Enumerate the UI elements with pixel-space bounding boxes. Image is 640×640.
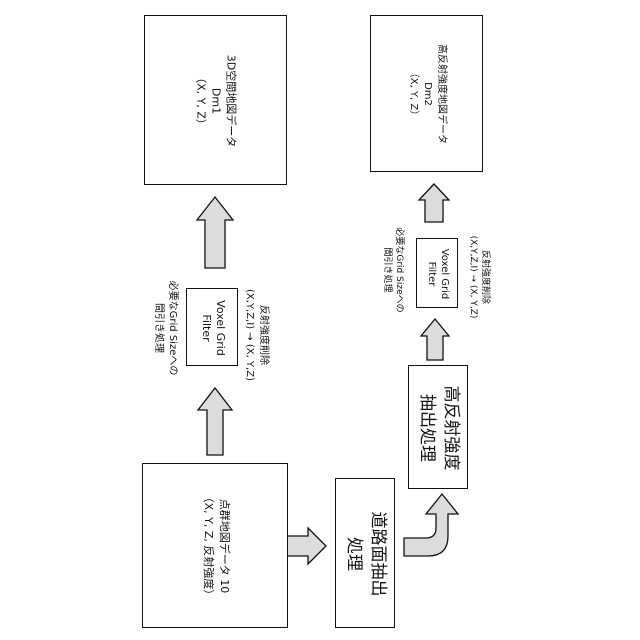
road-extraction-line1: 道路面抽出 — [366, 512, 390, 597]
left-filter-note-top: 必要なGrid Sizeへの 間引き処理 — [151, 281, 179, 376]
right-voxel-filter-box: Voxel Grid Filter — [416, 238, 458, 308]
map-3d-title: 3D空間地図データ — [224, 55, 239, 147]
map-high-label: 高反射強度地図データ Dm2 （X, Y, Z） — [406, 44, 448, 144]
map-3d-label: 3D空間地図データ Dm1 （X, Y, Z） — [194, 55, 239, 147]
right-voxel-filter-line1: Voxel Grid — [438, 249, 451, 300]
right-voxel-filter-line2: Filter — [425, 249, 438, 300]
map-3d-fields: （X, Y, Z） — [194, 55, 209, 147]
point-cloud-label: 点群地図データ 10 （X, Y, Z, 反射強度） — [200, 492, 232, 601]
point-cloud-box: 点群地図データ 10 （X, Y, Z, 反射強度） — [142, 463, 288, 628]
arrow-high-reflect-to-filter — [421, 319, 449, 360]
left-filter-note-bottom: 反射強度削除 (X,Y,Z,I) → (X, Y,Z) — [242, 289, 270, 381]
left-voxel-filter-label: Voxel Grid Filter — [199, 300, 227, 356]
road-extraction-label: 道路面抽出 処理 — [342, 512, 390, 597]
left-filter-note-top-line2: 間引き処理 — [151, 281, 165, 376]
right-voxel-filter-label: Voxel Grid Filter — [425, 249, 451, 300]
arrow-road-to-high-reflect — [404, 494, 458, 556]
arrow-point-cloud-to-road — [284, 528, 326, 564]
map-high-box: 高反射強度地図データ Dm2 （X, Y, Z） — [370, 15, 483, 172]
right-filter-note-bottom-line2: (X,Y,Z,I) → (X, Y,Z) — [467, 236, 479, 319]
high-reflect-extraction-line1: 高反射強度 — [439, 386, 463, 471]
map-3d-id: Dm1 — [209, 55, 224, 147]
left-filter-note-top-line1: 必要なGrid Sizeへの — [165, 281, 179, 376]
arrow-filter-to-high-map — [419, 184, 449, 222]
road-extraction-line2: 処理 — [342, 512, 366, 597]
road-extraction-box: 道路面抽出 処理 — [335, 478, 395, 628]
left-filter-note-bottom-line1: 反射強度削除 — [256, 289, 270, 381]
high-reflect-extraction-box: 高反射強度 抽出処理 — [408, 365, 468, 489]
left-filter-note-bottom-line2: (X,Y,Z,I) → (X, Y,Z) — [242, 289, 256, 381]
map-high-id: Dm2 — [420, 44, 434, 144]
arrow-point-cloud-to-filter — [198, 388, 232, 455]
point-cloud-fields: （X, Y, Z, 反射強度） — [200, 492, 216, 601]
map-3d-box: 3D空間地図データ Dm1 （X, Y, Z） — [144, 15, 287, 185]
right-filter-note-bottom-line1: 反射強度削除 — [479, 236, 491, 319]
map-high-fields: （X, Y, Z） — [406, 44, 420, 144]
right-filter-note-bottom: 反射強度削除 (X,Y,Z,I) → (X, Y,Z) — [467, 236, 491, 319]
map-high-title: 高反射強度地図データ — [434, 44, 448, 144]
arrow-filter-to-3d-map — [197, 197, 233, 268]
point-cloud-title: 点群地図データ 10 — [216, 492, 232, 601]
left-voxel-filter-line2: Filter — [199, 300, 213, 356]
left-voxel-filter-box: Voxel Grid Filter — [186, 288, 238, 366]
high-reflect-extraction-line2: 抽出処理 — [415, 386, 439, 471]
left-voxel-filter-line1: Voxel Grid — [213, 300, 227, 356]
right-filter-note-top-line1: 必要なGrid Sizeへの — [393, 227, 405, 312]
right-filter-note-top: 必要なGrid Sizeへの 間引き処理 — [381, 227, 405, 312]
high-reflect-extraction-label: 高反射強度 抽出処理 — [415, 386, 463, 471]
right-filter-note-top-line2: 間引き処理 — [381, 227, 393, 312]
